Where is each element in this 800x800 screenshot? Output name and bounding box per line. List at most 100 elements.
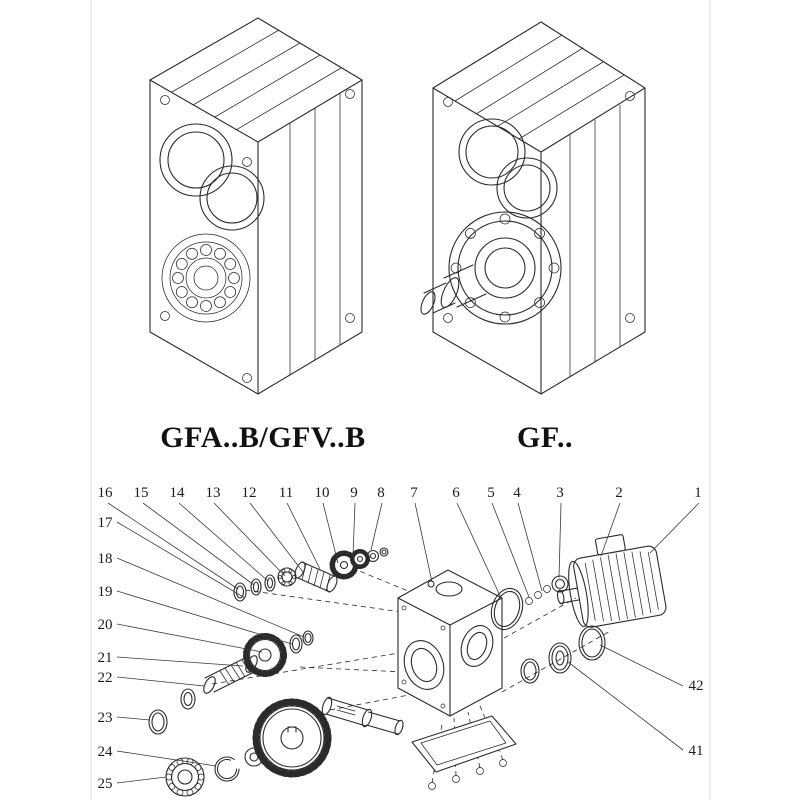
callout-6: 6 [452,485,460,501]
leader-6 [456,502,503,601]
side-ribs [569,104,621,378]
leader-20 [116,623,263,653]
leader-19 [116,590,293,645]
callout-16: 16 [98,485,114,501]
bearing-ring-41 [548,642,572,674]
leader-14 [178,502,269,582]
callout-numbers: 16 15 14 13 12 11 10 9 8 7 6 5 4 3 2 1 1… [98,485,704,792]
leader-17 [116,521,246,599]
output-shaft [321,696,404,736]
leader-42 [599,644,684,687]
shim-ring-42 [578,625,606,661]
callout-20: 20 [98,617,113,633]
callout-22: 22 [98,670,113,686]
caption-gf: GF.. [517,421,573,454]
intermediate-gear-cluster [180,630,314,710]
input-gasket [490,587,524,631]
small-bearing [277,567,297,587]
callout-3: 3 [556,485,564,501]
input-pinion-shaft [203,655,258,694]
leader-13 [213,502,286,577]
gear-housing [397,569,503,717]
callout-13: 13 [206,485,221,501]
caption-gfab: GFA..B/GFV..B [160,421,365,454]
callout-4: 4 [513,485,521,501]
output-shaft [420,264,487,315]
leader-22 [116,676,205,687]
callout-25: 25 [98,776,113,792]
callout-15: 15 [134,485,149,501]
seal-ring-small [520,658,540,684]
callout-5: 5 [487,485,495,501]
leader-lines [107,502,700,784]
leader-9 [352,502,356,557]
callout-21: 21 [98,650,113,666]
cover-bolts [428,759,507,790]
output-bearing [161,233,251,323]
top-ribs [171,29,342,131]
leader-11 [286,502,321,570]
callout-12: 12 [242,485,257,501]
leader-7 [414,502,433,583]
leader-15 [142,502,255,586]
input-seal-ring [551,575,569,593]
leader-1 [649,502,700,554]
callout-18: 18 [98,551,113,567]
motor-fins [584,551,659,622]
callout-11: 11 [279,485,293,501]
motor-unit [556,534,667,628]
leader-4 [517,502,543,592]
output-parts-cluster [148,696,404,797]
cover-plate [411,715,517,790]
tiny-gear [350,549,370,569]
side-ribs [289,92,341,376]
callout-24: 24 [98,744,114,760]
leader-3 [558,502,562,579]
leader-10 [322,502,339,564]
input-bolts [525,585,551,605]
gearbox-drawing-gf [420,21,646,395]
motor-shaft-end [556,589,565,605]
leader-12 [249,502,304,573]
callout-19: 19 [98,584,113,600]
housing-bolt-holes [160,89,355,383]
main-gear [252,698,332,778]
leader-2 [600,502,621,557]
gearbox-drawing-gfab [149,17,363,395]
callout-14: 14 [170,485,186,501]
leader-25 [116,776,167,784]
top-ribs [454,34,625,140]
callout-2: 2 [615,485,623,501]
housing-face-bolts [401,605,446,709]
page-edge-lines [90,0,711,800]
leader-24 [116,750,217,767]
leader-21 [116,656,244,667]
callout-7: 7 [410,485,418,501]
breather-plug [427,580,435,588]
leader-18 [116,557,305,638]
pinion-shaft [294,561,338,593]
leader-8 [370,502,383,551]
callout-23: 23 [98,710,113,726]
callout-42: 42 [689,678,704,694]
callout-9: 9 [350,485,358,501]
exploded-view: 16 15 14 13 12 11 10 9 8 7 6 5 4 3 2 1 1… [98,485,704,797]
leader-16 [107,502,239,590]
leader-23 [116,716,151,721]
callout-17: 17 [98,515,114,531]
callout-10: 10 [315,485,330,501]
callout-1: 1 [694,485,702,501]
leader-5 [491,502,530,598]
callout-41: 41 [689,743,704,759]
intermediate-parts-cluster [233,547,389,602]
output-flange [448,211,562,325]
callout-8: 8 [377,485,385,501]
intermediate-gear [243,633,287,677]
housing-bolt-holes [443,91,635,323]
snap-ring [214,756,240,782]
bore-circles [159,123,265,231]
flange-bolt-holes [450,213,560,323]
leader-41 [567,661,684,751]
